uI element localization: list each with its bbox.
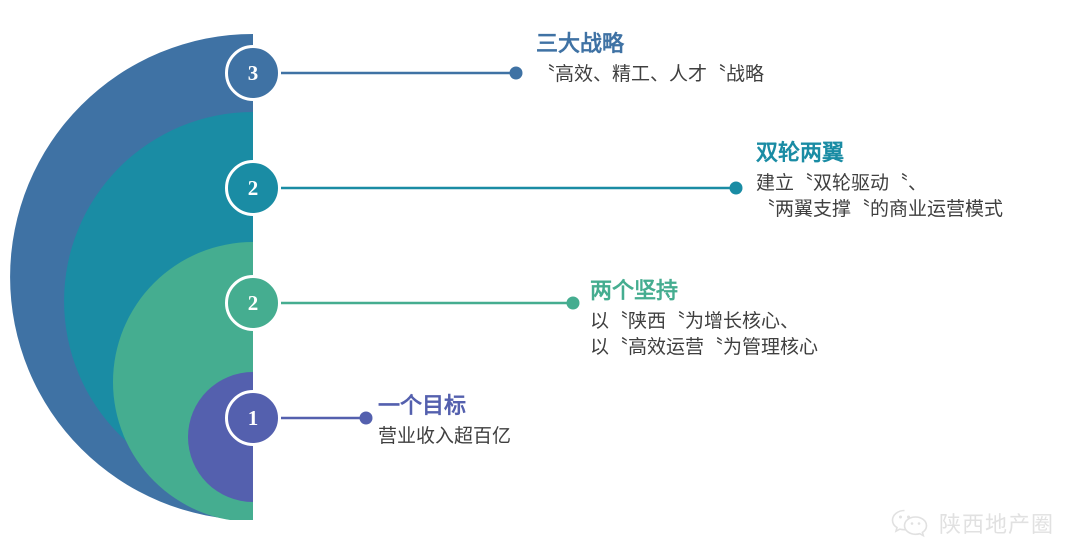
baseline-mask: [0, 520, 300, 559]
marker-circle-dual-wheel-dual-wing[interactable]: 2: [225, 160, 281, 216]
marker-number-3: 3: [247, 60, 259, 85]
connector-dot-1: [359, 411, 373, 425]
body-line-dual-wheel-dual-wing-1: 建立〝双轮驱动〝、: [756, 172, 928, 194]
connector-dot-2b: [566, 296, 580, 310]
watermark-text: 陕西地产圈: [938, 512, 1054, 537]
marker-circle-three-strategies[interactable]: 3: [225, 45, 281, 101]
connector-lines: [281, 66, 743, 425]
marker-circle-one-goal[interactable]: 1: [225, 390, 281, 446]
body-line-one-goal-1: 营业收入超百亿: [378, 425, 512, 447]
text-block-dual-wheel-dual-wing: 双轮两翼 建立〝双轮驱动〝、 〝两翼支撑〝的商业运营模式: [756, 139, 1003, 224]
body-line-two-adherences-2: 以〝高效运营〝为管理核心: [590, 337, 819, 359]
heading-two-adherences: 两个坚持: [590, 278, 679, 303]
text-block-three-strategies: 三大战略 〝高效、精工、人才〝战略: [536, 30, 764, 88]
watermark: 陕西地产圈: [890, 507, 1054, 539]
connector-dot-2a: [729, 181, 743, 195]
connector-dot-3: [509, 66, 523, 80]
body-line-three-strategies-1: 〝高效、精工、人才〝战略: [536, 63, 765, 85]
marker-number-1: 1: [247, 405, 259, 430]
heading-dual-wheel-dual-wing: 双轮两翼: [756, 140, 845, 165]
marker-number-2a: 2: [247, 175, 259, 200]
heading-three-strategies: 三大战略: [536, 31, 625, 56]
text-block-one-goal: 一个目标 营业收入超百亿: [378, 392, 511, 450]
body-line-two-adherences-1: 以〝陕西〝为增长核心、: [590, 310, 800, 332]
marker-circle-two-adherences[interactable]: 2: [225, 275, 281, 331]
heading-one-goal: 一个目标: [378, 393, 467, 418]
text-block-two-adherences: 两个坚持 以〝陕西〝为增长核心、 以〝高效运营〝为管理核心: [590, 277, 818, 362]
wechat-icon: [891, 509, 928, 538]
marker-number-2b: 2: [247, 290, 259, 315]
body-line-dual-wheel-dual-wing-2: 〝两翼支撑〝的商业运营模式: [756, 199, 1004, 221]
